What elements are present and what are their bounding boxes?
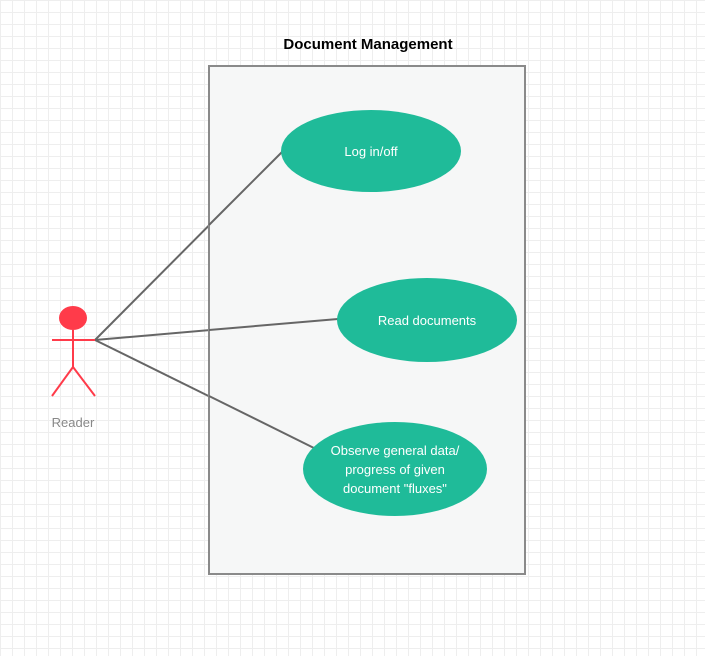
usecase-observe-label: Observe general data/ progress of given … [330, 442, 460, 496]
usecase-observe-data[interactable]: Observe general data/ progress of given … [303, 422, 487, 516]
system-title: Document Management [283, 36, 453, 53]
actor-stick-figure[interactable] [51, 306, 96, 397]
actor-label: Reader [51, 415, 95, 430]
association-read-inner [208, 318, 339, 331]
usecase-login-label: Log in/off [344, 143, 398, 159]
usecase-read-label: Read documents [377, 312, 477, 328]
association-login-inner [208, 150, 284, 226]
usecase-read-documents[interactable]: Read documents [337, 278, 517, 362]
association-observe-inner [208, 395, 321, 452]
actor-right-leg [72, 366, 96, 397]
usecase-login[interactable]: Log in/off [281, 110, 461, 192]
actor-head [59, 306, 87, 330]
actor-left-leg [51, 366, 74, 397]
